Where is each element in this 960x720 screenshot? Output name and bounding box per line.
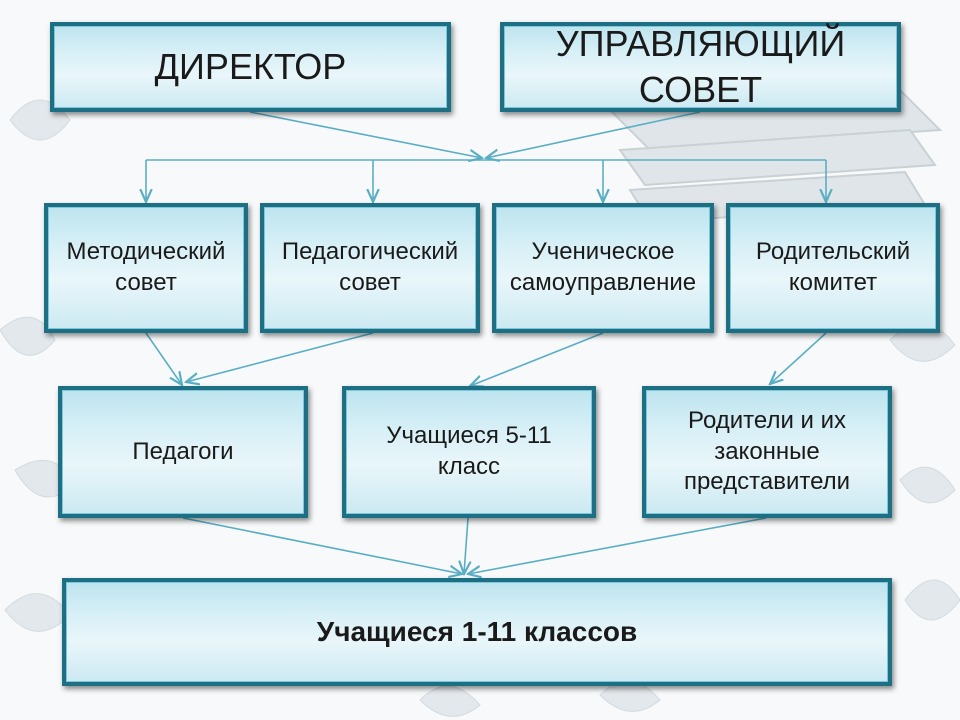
parents-box: Родители и их законные представители xyxy=(642,386,892,518)
teachers-label: Педагоги xyxy=(132,437,234,465)
students-5-11-box: Учащиеся 5-11 класс xyxy=(342,386,596,518)
director-label: ДИРЕКТОР xyxy=(154,45,347,87)
methodical-council-label: Методический совет xyxy=(66,238,226,296)
governing-council-label: УПРАВЛЯЮЩИЙ СОВЕТ xyxy=(555,22,846,110)
connector-parent-committee-to-parents xyxy=(770,332,827,384)
parents-label: Родители и их законные представители xyxy=(683,406,851,496)
connector-parents-to-all-students xyxy=(468,517,767,574)
all-students-box: Учащиеся 1-11 классов xyxy=(62,578,892,686)
connector-student-gov-to-students xyxy=(470,332,604,386)
leaf-decoration xyxy=(899,466,956,504)
student-self-government-box: Ученическое самоуправление xyxy=(492,203,714,333)
pedagogical-council-label: Педагогический совет xyxy=(281,238,459,296)
leaf-decoration xyxy=(0,316,56,356)
teachers-box: Педагоги xyxy=(58,386,308,518)
connector-pedagogical-to-teachers xyxy=(186,332,374,382)
student-self-government-label: Ученическое самоуправление xyxy=(509,238,697,296)
governing-council-box: УПРАВЛЯЮЩИЙ СОВЕТ xyxy=(500,22,901,112)
methodical-council-box: Методический совет xyxy=(44,203,248,333)
connector-director-to-hub xyxy=(249,111,482,158)
director-box: ДИРЕКТОР xyxy=(50,22,451,112)
pedagogical-council-box: Педагогический совет xyxy=(260,203,480,333)
connector-methodical-to-teachers xyxy=(145,332,182,385)
connector-council-to-hub xyxy=(486,111,701,158)
parent-committee-box: Родительский комитет xyxy=(726,203,940,333)
connector-students-to-all-students xyxy=(464,517,468,574)
leaf-decoration xyxy=(904,579,960,621)
connector-teachers-to-all-students xyxy=(182,517,462,574)
all-students-label: Учащиеся 1-11 классов xyxy=(316,616,638,648)
leaf-decoration xyxy=(419,685,481,717)
students-5-11-label: Учащиеся 5-11 класс xyxy=(386,422,552,480)
parent-committee-label: Родительский комитет xyxy=(755,238,911,296)
